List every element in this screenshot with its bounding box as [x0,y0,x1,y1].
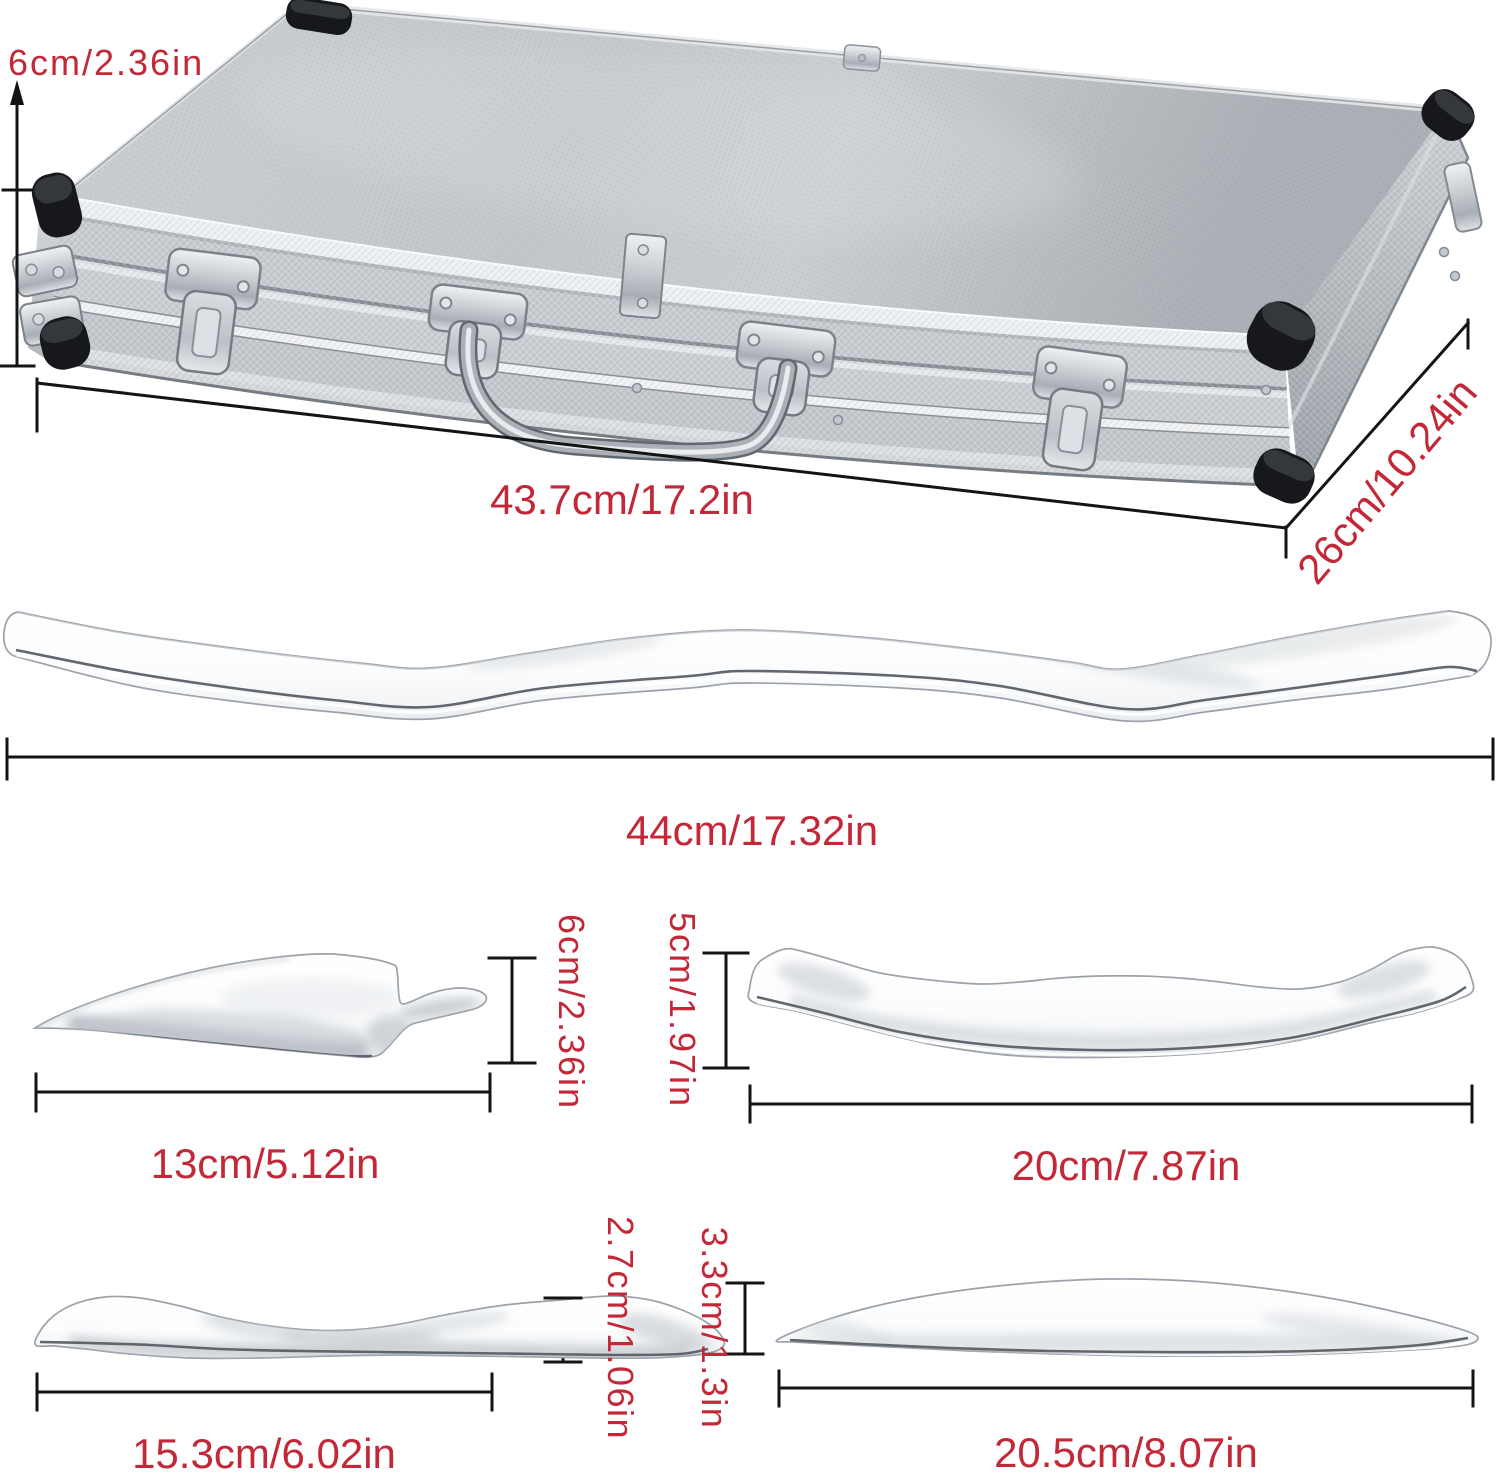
svg-text:20.5cm/8.07in: 20.5cm/8.07in [994,1429,1258,1476]
svg-text:43.7cm/17.2in: 43.7cm/17.2in [490,476,754,523]
svg-text:20cm/7.87in: 20cm/7.87in [1012,1142,1241,1189]
svg-text:6cm/2.36in: 6cm/2.36in [551,914,592,1110]
svg-text:5cm/1.97in: 5cm/1.97in [662,912,703,1108]
svg-text:3.3cm/1.3in: 3.3cm/1.3in [694,1227,735,1430]
svg-text:15.3cm/6.02in: 15.3cm/6.02in [132,1430,396,1476]
svg-text:6cm/2.36in: 6cm/2.36in [8,42,204,83]
svg-text:44cm/17.32in: 44cm/17.32in [626,807,878,854]
svg-text:13cm/5.12in: 13cm/5.12in [151,1140,380,1187]
svg-text:2.7cm/1.06in: 2.7cm/1.06in [600,1216,641,1440]
